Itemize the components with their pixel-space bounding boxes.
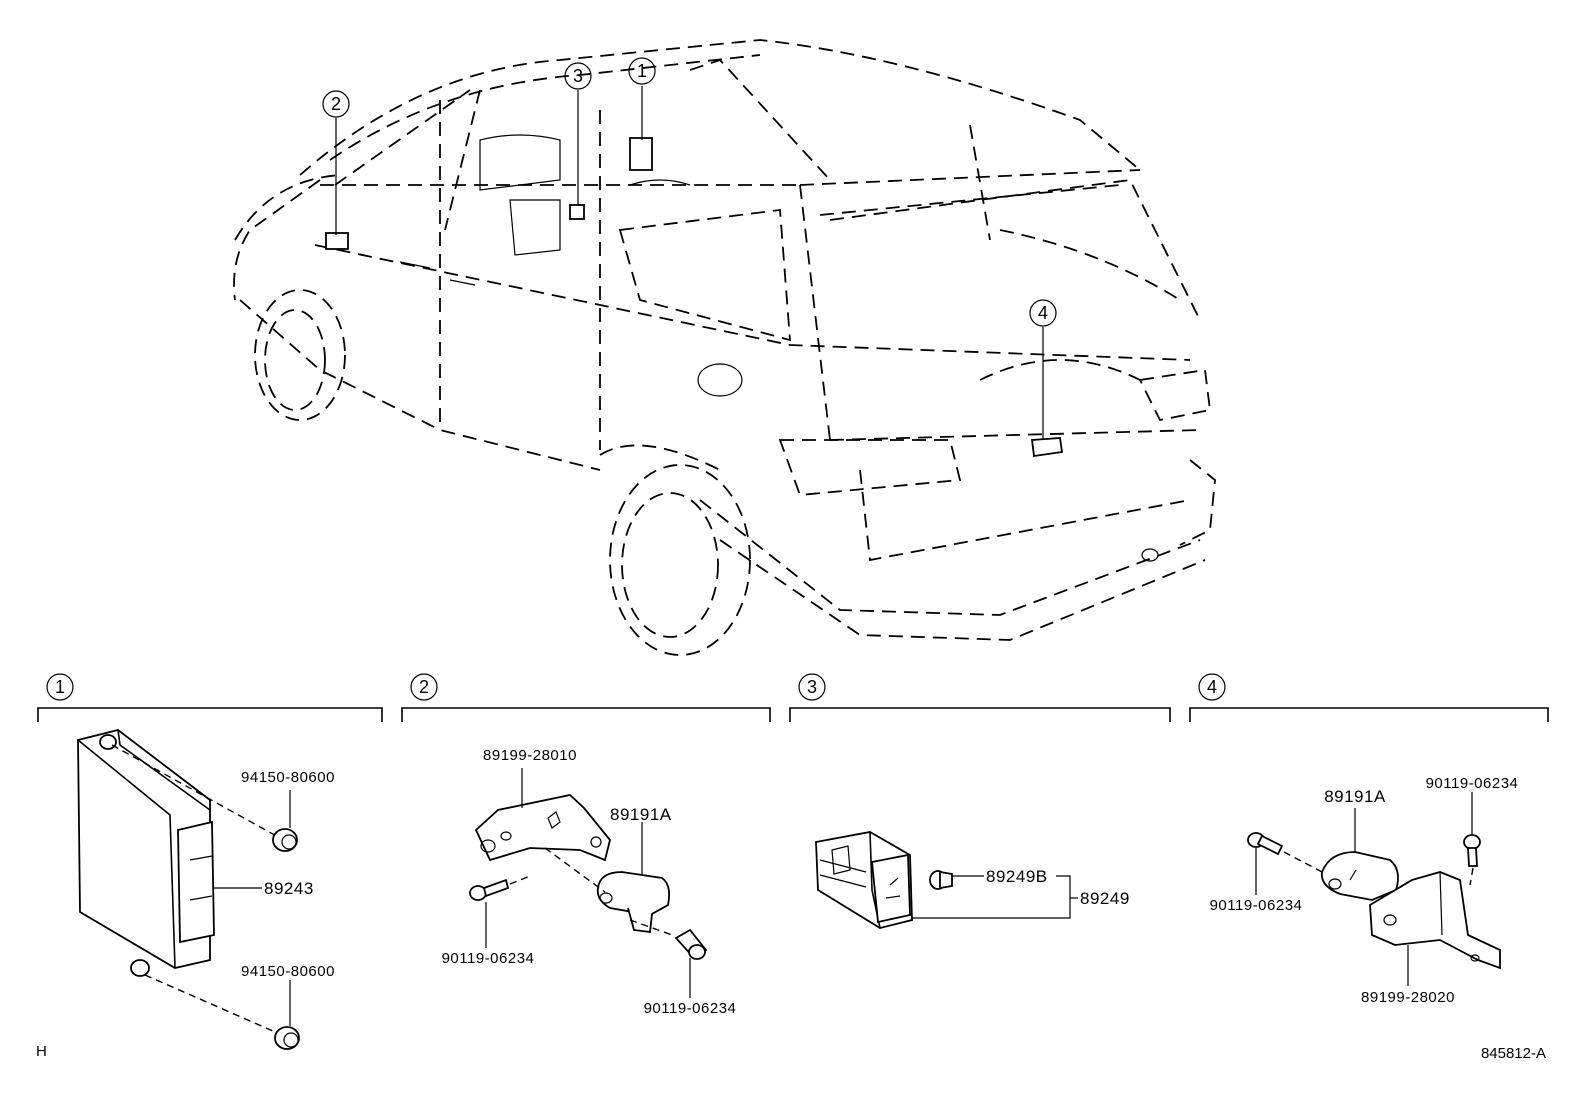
bolt-rear-top-part-number: 90119-06234 [1426,775,1519,792]
sensor-front: 89191A [544,805,672,934]
bolt-rear-top: 90119-06234 [1426,775,1519,886]
bolt-front-left-part-number: 90119-06234 [442,950,535,967]
section-1-number: 1 [55,677,65,697]
bracket-front-body [474,794,611,862]
ecu-label: 89243 [214,879,314,898]
callout-3-number: 3 [573,66,583,86]
bracket-rear: 89199-28020 [1361,871,1501,1006]
clip-part-number: 89249B [986,867,1048,886]
section-header-3: 3 [789,673,1171,722]
callout-1: 1 [628,57,656,140]
callout-2-number: 2 [331,94,341,114]
vehicle-components [325,137,1064,458]
ecu-part-number: 89243 [264,879,314,898]
clip: 89249B [929,867,1048,890]
nut-bottom-part-number: 94150-80600 [241,963,335,980]
section-4-number: 4 [1207,677,1217,697]
vehicle-outline [233,39,1216,656]
bracket-front-part-number: 89199-28010 [483,747,577,764]
ecu-location-marker [629,137,653,171]
callout-4: 4 [1029,299,1057,440]
callout-1-number: 1 [637,61,647,81]
sensor-rear: 89191A [1320,787,1399,901]
bracket-rear-part-number: 89199-28020 [1361,989,1455,1006]
bolt-rear-left: 90119-06234 [1210,832,1327,914]
bracket-front: 89199-28010 [474,747,611,862]
sensor-front-location-marker [325,232,349,250]
section-header-4: 4 [1189,673,1549,722]
nut-top-part-number: 94150-80600 [241,769,335,786]
switch-part-number: 89249 [1080,889,1130,908]
callout-4-number: 4 [1038,303,1048,323]
ecu-assembly [77,729,283,1036]
bolt-front-right: 90119-06234 [629,919,737,1017]
bolt-rear-left-part-number: 90119-06234 [1210,897,1303,914]
footer-left-code: H [36,1043,47,1060]
callout-2: 2 [322,90,350,235]
sensor-rear-part-number: 89191A [1324,787,1386,806]
nut-top: 94150-80600 [241,769,335,852]
bolt-front-right-part-number: 90119-06234 [644,1000,737,1017]
nut-bottom: 94150-80600 [241,963,335,1050]
section-header-1: 1 [37,673,383,722]
switch-location-marker [569,204,585,220]
ecu-connector [177,820,215,944]
diagram-id: 845812-A [1481,1045,1546,1062]
section-3-number: 3 [807,677,817,697]
switch-face [871,853,911,924]
sensor-front-part-number: 89191A [610,805,672,824]
sensor-rear-location-marker [1030,437,1064,458]
bolt-front-left: 90119-06234 [442,875,535,967]
sensor-rear-body [1320,851,1399,901]
callout-3: 3 [564,62,592,205]
bracket-rear-body [1369,871,1501,970]
switch-label: 89249 [912,875,1130,919]
section-header-2: 2 [401,673,771,722]
section-2-number: 2 [419,677,429,697]
switch-assembly [815,831,913,929]
